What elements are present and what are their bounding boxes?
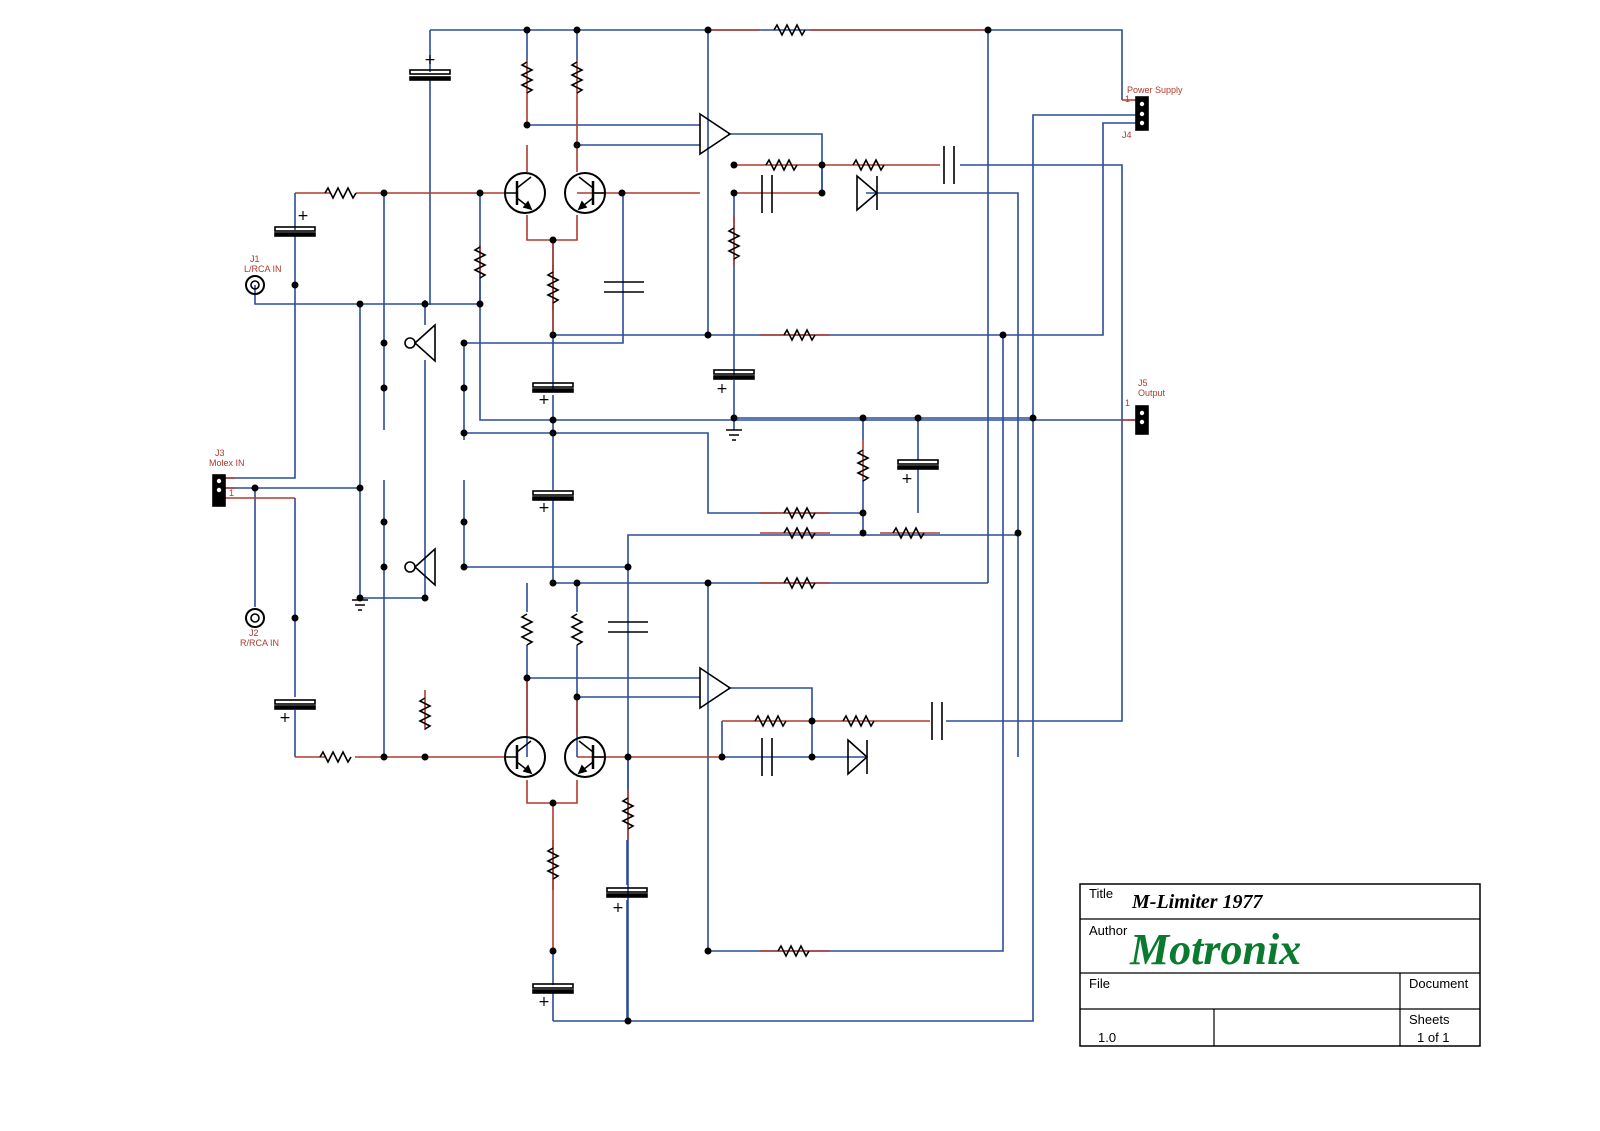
header-j4	[1135, 96, 1149, 131]
revision-value: 1.0	[1098, 1030, 1116, 1045]
rca-jack-j1	[245, 275, 265, 295]
resistor-r21	[842, 714, 875, 728]
inverter-u4	[404, 547, 436, 587]
opamp-u2	[699, 666, 732, 710]
capacitor-c10	[604, 281, 644, 293]
resistor-r13	[783, 506, 816, 520]
capacitor-c9	[532, 983, 574, 994]
header-j5	[1135, 405, 1149, 435]
resistor-r9	[765, 158, 798, 172]
plus-c4: +	[538, 500, 550, 516]
resistor-r12	[856, 449, 870, 482]
j2-ref: J2	[249, 628, 259, 638]
j3-name: Molex IN	[209, 458, 245, 468]
wires-blue	[220, 29, 1138, 1022]
j5-pin1: 1	[1125, 398, 1130, 408]
resistor-r24	[777, 944, 810, 958]
header-j3	[212, 474, 226, 507]
capacitor-c5	[713, 369, 755, 380]
opamp-u1	[699, 112, 732, 156]
plus-c5: +	[716, 381, 728, 397]
capacitor-c15	[931, 702, 943, 740]
resistor-r16	[783, 576, 816, 590]
j4-name: Power Supply	[1127, 85, 1183, 95]
resistor-r11	[783, 328, 816, 342]
resistor-r2	[319, 750, 352, 764]
title-value: M-Limiter 1977	[1131, 891, 1264, 913]
resistor-r14	[783, 526, 816, 540]
sheets-value: 1 of 1	[1417, 1030, 1450, 1045]
author-label: Author	[1089, 923, 1128, 938]
capacitor-c13	[943, 146, 955, 184]
junction-dots	[251, 26, 1037, 1025]
resistor-r7	[546, 271, 560, 304]
capacitor-c11	[608, 621, 648, 633]
capacitor-c6	[897, 459, 939, 470]
capacitor-c8	[606, 887, 648, 898]
j2-name: R/RCA IN	[240, 638, 279, 648]
polarity-markers: + + + + + + + + +	[279, 52, 913, 1010]
j4-pin1: 1	[1125, 94, 1130, 104]
capacitor-c1	[409, 69, 451, 81]
j5-name: Output	[1138, 388, 1166, 398]
resistor-r23	[546, 847, 560, 880]
capacitor-c2	[274, 226, 316, 237]
capacitor-c12	[761, 175, 773, 213]
plus-c9: +	[538, 994, 550, 1010]
ground-symbol-1	[726, 429, 742, 441]
inverter-u3	[404, 323, 436, 363]
resistor-r19	[418, 697, 432, 730]
plus-c3: +	[538, 392, 550, 408]
resistor-r20	[754, 714, 787, 728]
resistor-r10	[852, 158, 885, 172]
plus-c8: +	[612, 900, 624, 916]
components	[212, 23, 1149, 994]
j1-name: L/RCA IN	[244, 264, 282, 274]
plus-c2: +	[297, 208, 309, 224]
capacitor-c3	[532, 382, 574, 393]
j1-ref: J1	[250, 254, 260, 264]
diode-d1	[856, 174, 879, 212]
plus-c1: +	[424, 52, 436, 68]
capacitor-c14	[761, 738, 773, 776]
plus-c6: +	[901, 471, 913, 487]
resistor-r3	[520, 61, 534, 94]
document-label: Document	[1409, 976, 1469, 991]
j3-pin1: 1	[229, 488, 234, 498]
capacitor-c7	[274, 699, 316, 710]
resistor-r8	[727, 227, 741, 260]
rca-jack-j2	[245, 608, 265, 628]
sheets-label: Sheets	[1409, 1012, 1450, 1027]
j3-ref: J3	[215, 448, 225, 458]
resistor-r18	[570, 613, 584, 646]
connector-labels: J1 L/RCA IN J2 R/RCA IN J3 Molex IN 1 Po…	[209, 85, 1183, 648]
capacitor-c4	[532, 490, 574, 501]
j4-ref: J4	[1122, 130, 1132, 140]
file-label: File	[1089, 976, 1110, 991]
resistor-r5	[773, 23, 806, 37]
title-label: Title	[1089, 886, 1113, 901]
resistor-r4	[570, 61, 584, 94]
transistor-q3	[503, 735, 547, 779]
resistor-r15	[892, 526, 925, 540]
j5-ref: J5	[1138, 378, 1148, 388]
resistor-r17	[520, 613, 534, 646]
resistor-r6	[473, 246, 487, 279]
transistor-q1	[503, 171, 547, 215]
resistor-r1	[324, 186, 357, 200]
diode-d2	[847, 738, 869, 776]
title-block: Title M-Limiter 1977 Author Motronix Fil…	[1079, 883, 1481, 1047]
resistor-r22	[621, 797, 635, 830]
author-logo: Motronix	[1129, 925, 1301, 974]
plus-c7: +	[279, 710, 291, 726]
